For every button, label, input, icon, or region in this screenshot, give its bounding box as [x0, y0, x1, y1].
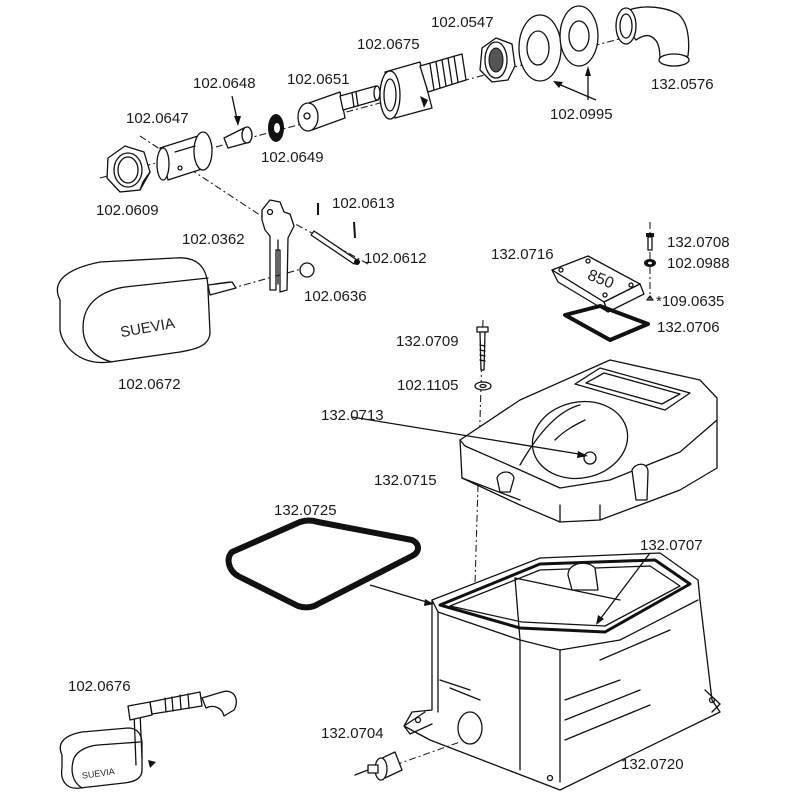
label-102-0362: 102.0362	[182, 231, 245, 248]
piston-102-0651	[297, 85, 381, 132]
body-102-0647	[156, 131, 213, 181]
label-109-0635: *109.0635	[656, 293, 725, 310]
lever-102-0362	[261, 199, 295, 293]
label-132-0725: 132.0725	[274, 502, 337, 519]
nut-102-0609	[106, 145, 151, 193]
label-102-0675: 102.0675	[357, 36, 420, 53]
label-102-0612: 102.0612	[364, 250, 427, 267]
screw-132-0709	[476, 326, 489, 371]
elbow-132-0576	[615, 6, 690, 67]
label-102-0648: 102.0648	[193, 75, 256, 92]
screw-132-0708	[646, 233, 654, 251]
label-102-0609: 102.0609	[96, 202, 159, 219]
shaft-102-0612	[310, 230, 360, 265]
assembly-float-brand-text: SUEVIA	[81, 766, 115, 780]
label-132-0713: 132.0713	[321, 407, 384, 424]
label-102-0676: 102.0676	[68, 678, 131, 695]
assembly-102-0676: SUEVIA	[59, 690, 237, 789]
gasket-132-0725	[225, 517, 421, 611]
label-132-0706: 132.0706	[657, 319, 720, 336]
nut-102-0547	[479, 37, 516, 83]
label-102-0672: 102.0672	[118, 376, 181, 393]
cone-102-0648	[223, 126, 253, 149]
leader-lines	[231, 66, 651, 625]
label-102-0988: 102.0988	[667, 255, 730, 272]
label-102-0636: 102.0636	[304, 288, 367, 305]
split-pins-102-0613	[317, 203, 356, 239]
hood-132-0715	[459, 359, 718, 523]
label-132-0707: 132.0707	[640, 537, 703, 554]
label-132-0715: 132.0715	[374, 472, 437, 489]
label-102-0649: 102.0649	[261, 149, 324, 166]
tank-132-0720	[403, 552, 721, 791]
float-102-0672: SUEVIA	[56, 257, 237, 364]
washer-102-1105	[474, 381, 492, 391]
label-132-0708: 132.0708	[667, 234, 730, 251]
seal-109-0635	[646, 295, 654, 301]
label-102-0647: 102.0647	[126, 110, 189, 127]
label-132-0576: 132.0576	[651, 76, 714, 93]
label-102-0547: 102.0547	[431, 14, 494, 31]
washer-102-0649	[268, 114, 284, 142]
cap-nut-102-0636	[299, 262, 315, 278]
label-132-0704: 132.0704	[321, 725, 384, 742]
washers-102-0995	[518, 5, 599, 82]
plug-132-0704	[354, 741, 461, 781]
fitting-102-0675	[379, 53, 467, 120]
gasket-132-0706	[563, 304, 650, 342]
label-132-0716: 132.0716	[491, 246, 554, 263]
inspection-cover-132-0716: 850	[551, 255, 645, 313]
label-132-0720: 132.0720	[621, 756, 684, 773]
label-102-0613: 102.0613	[332, 195, 395, 212]
label-102-0651: 102.0651	[287, 71, 350, 88]
label-102-0995: 102.0995	[550, 106, 613, 123]
label-132-0709: 132.0709	[396, 333, 459, 350]
washer-102-0988	[644, 259, 656, 267]
label-102-1105: 102.1105	[397, 377, 459, 394]
